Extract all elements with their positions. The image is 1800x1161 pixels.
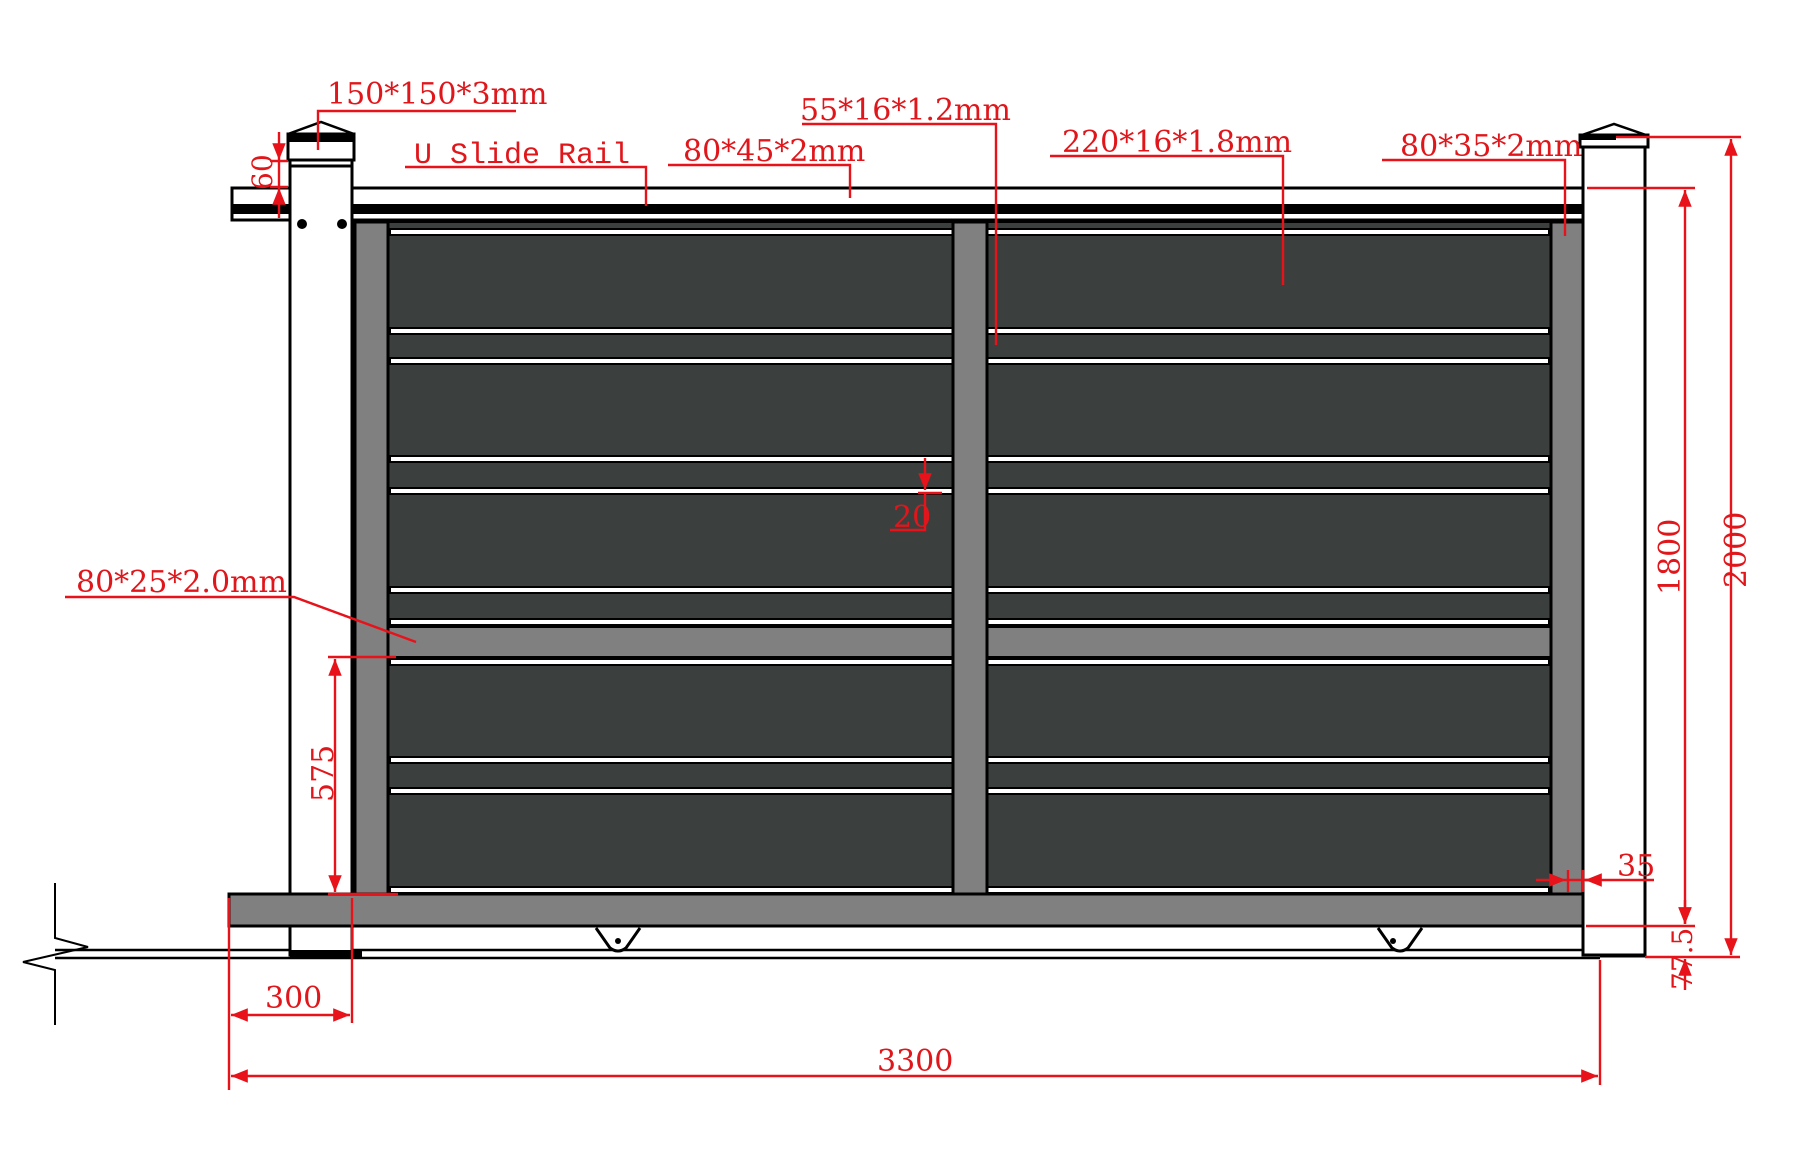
dim-cap-height-text: 60	[246, 154, 279, 190]
dim-slat-gap-text: 20	[893, 500, 931, 535]
dim-post-height-text: 2000	[1719, 512, 1754, 588]
right-post	[1578, 122, 1650, 957]
dim-post-height: 2000	[1616, 135, 1754, 955]
right-stile	[1549, 220, 1585, 896]
callout-post-profile-text: 150*150*3mm	[327, 77, 548, 112]
callout-top-rail-text: 80*45*2mm	[683, 134, 865, 169]
callout-slide-rail-text: U Slide Rail	[414, 139, 630, 173]
bottom-beam	[227, 892, 1585, 928]
dim-lower-section: 575	[306, 655, 398, 896]
dim-overhang-text: 300	[265, 981, 322, 1016]
dim-total-width-text: 3300	[877, 1044, 953, 1079]
break-line-icon	[22, 883, 89, 1025]
dim-total-width: 3300	[230, 960, 1602, 1085]
callout-mid-rail-text: 80*25*2.0mm	[76, 565, 287, 600]
callout-mullion-text: 55*16*1.2mm	[800, 93, 1011, 128]
dim-stile-offset: 35	[1536, 849, 1655, 892]
callout-slide-rail: U Slide Rail	[405, 139, 648, 206]
callout-mid-rail: 80*25*2.0mm	[65, 565, 417, 644]
dim-gate-height-text: 1800	[1653, 519, 1688, 595]
callout-panel-slat-text: 220*16*1.8mm	[1062, 125, 1292, 160]
callout-mullion: 55*16*1.2mm	[800, 93, 1011, 345]
dim-gate-height: 1800	[1587, 186, 1695, 924]
dim-stile-offset-text: 35	[1617, 849, 1655, 884]
left-post	[286, 120, 362, 958]
callout-stile: 80*35*2mm	[1382, 129, 1582, 236]
left-stile	[353, 220, 390, 896]
callout-top-rail: 80*45*2mm	[668, 134, 865, 198]
dim-ground-clearance-text: 77.5	[1666, 928, 1699, 990]
callout-panel-slat: 220*16*1.8mm	[1050, 125, 1292, 285]
dim-overhang: 300	[227, 898, 354, 1090]
callout-post-profile: 150*150*3mm	[316, 77, 548, 150]
callout-stile-text: 80*35*2mm	[1400, 129, 1582, 164]
wheel-right-icon	[1376, 927, 1424, 953]
wheel-left-icon	[594, 927, 642, 953]
dim-lower-section-text: 575	[306, 745, 341, 802]
slat-joints	[389, 228, 1550, 894]
dim-cap-height: 60	[246, 132, 288, 218]
gate-frame	[227, 220, 1585, 928]
dim-slat-gap: 20	[890, 458, 942, 535]
center-mullion	[951, 220, 989, 896]
